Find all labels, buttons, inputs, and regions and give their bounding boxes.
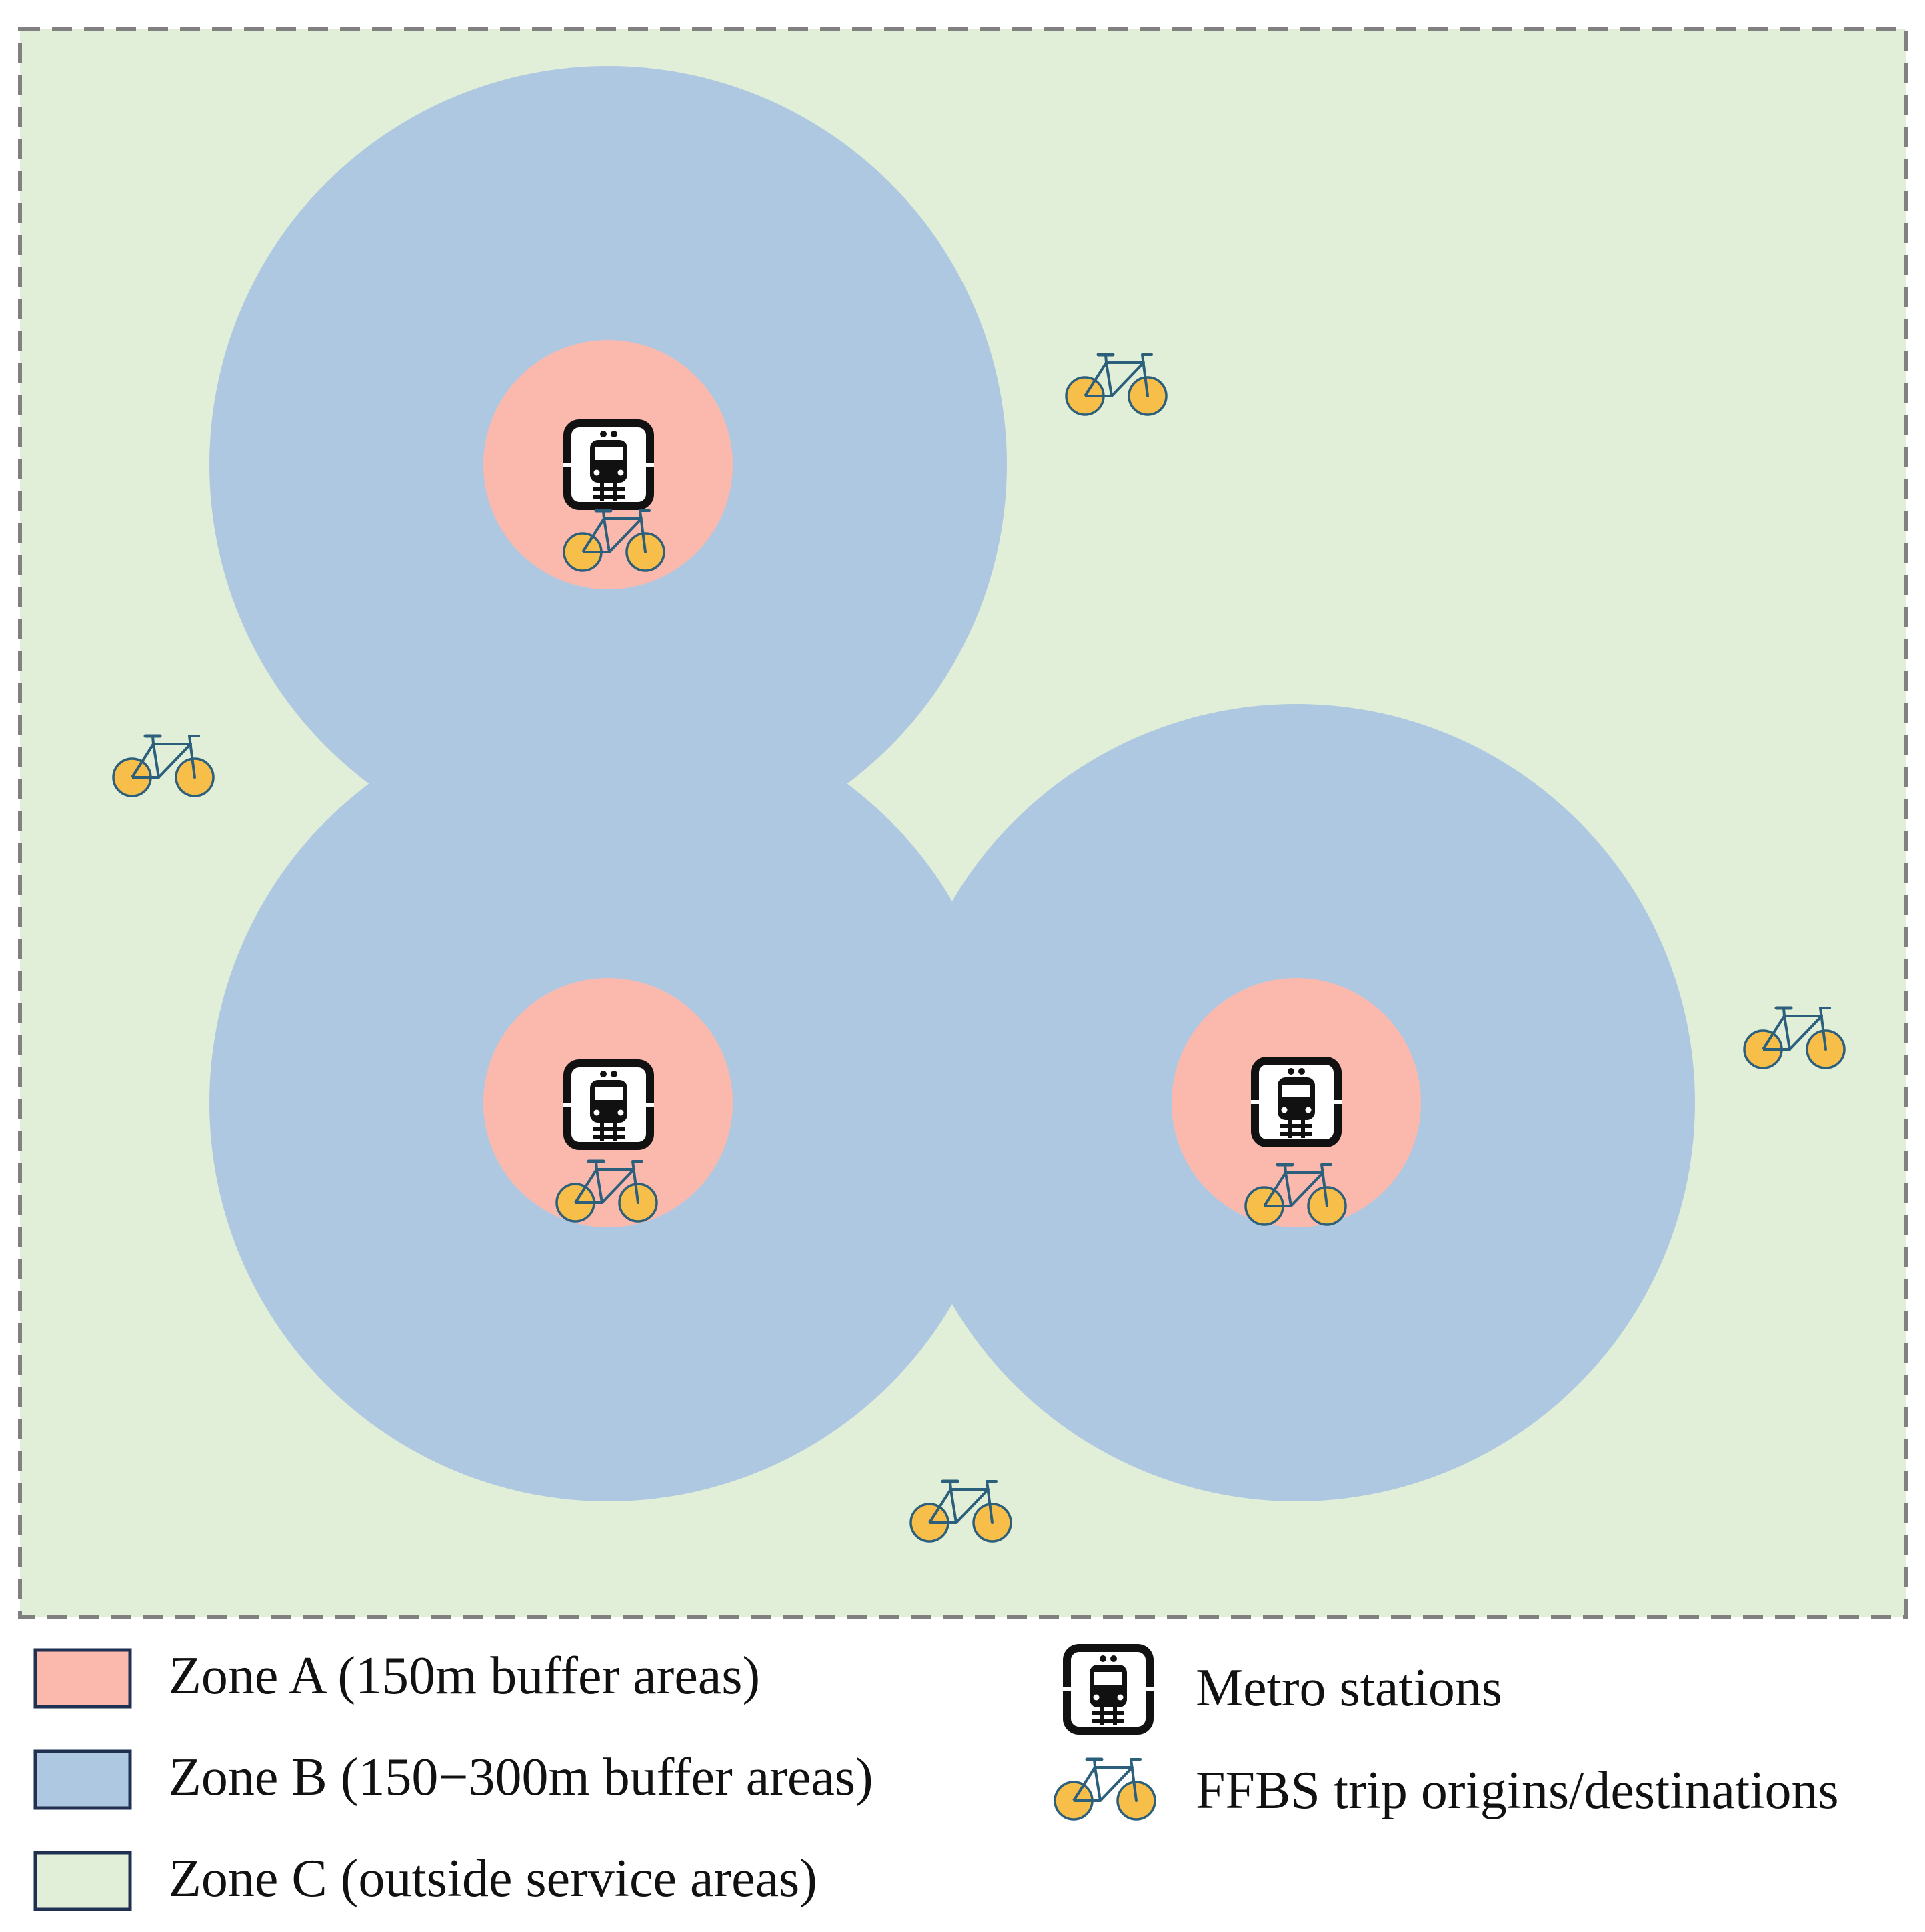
bicycle-icon <box>1055 1759 1155 1819</box>
legend: Zone A (150m buffer areas) Zone B (150−3… <box>33 1647 1839 1911</box>
metro-station-icon <box>1063 1648 1154 1731</box>
legend-swatch-zone-b <box>33 1749 132 1810</box>
metro-station-icon <box>563 423 654 506</box>
study-area-border <box>18 27 1908 1619</box>
metro-station-icon <box>563 1063 654 1146</box>
legend-label-zone-c: Zone C (outside service areas) <box>169 1849 817 1908</box>
legend-label-zone-b: Zone B (150−300m buffer areas) <box>169 1748 873 1807</box>
legend-label-metro: Metro stations <box>1196 1659 1502 1717</box>
legend-label-bike: FFBS trip origins/destinations <box>1196 1761 1839 1820</box>
legend-label-zone-a: Zone A (150m buffer areas) <box>169 1647 760 1705</box>
legend-swatch-zone-c <box>33 1851 132 1911</box>
legend-swatch-zone-a <box>33 1648 132 1709</box>
metro-station-icon <box>1251 1061 1342 1143</box>
